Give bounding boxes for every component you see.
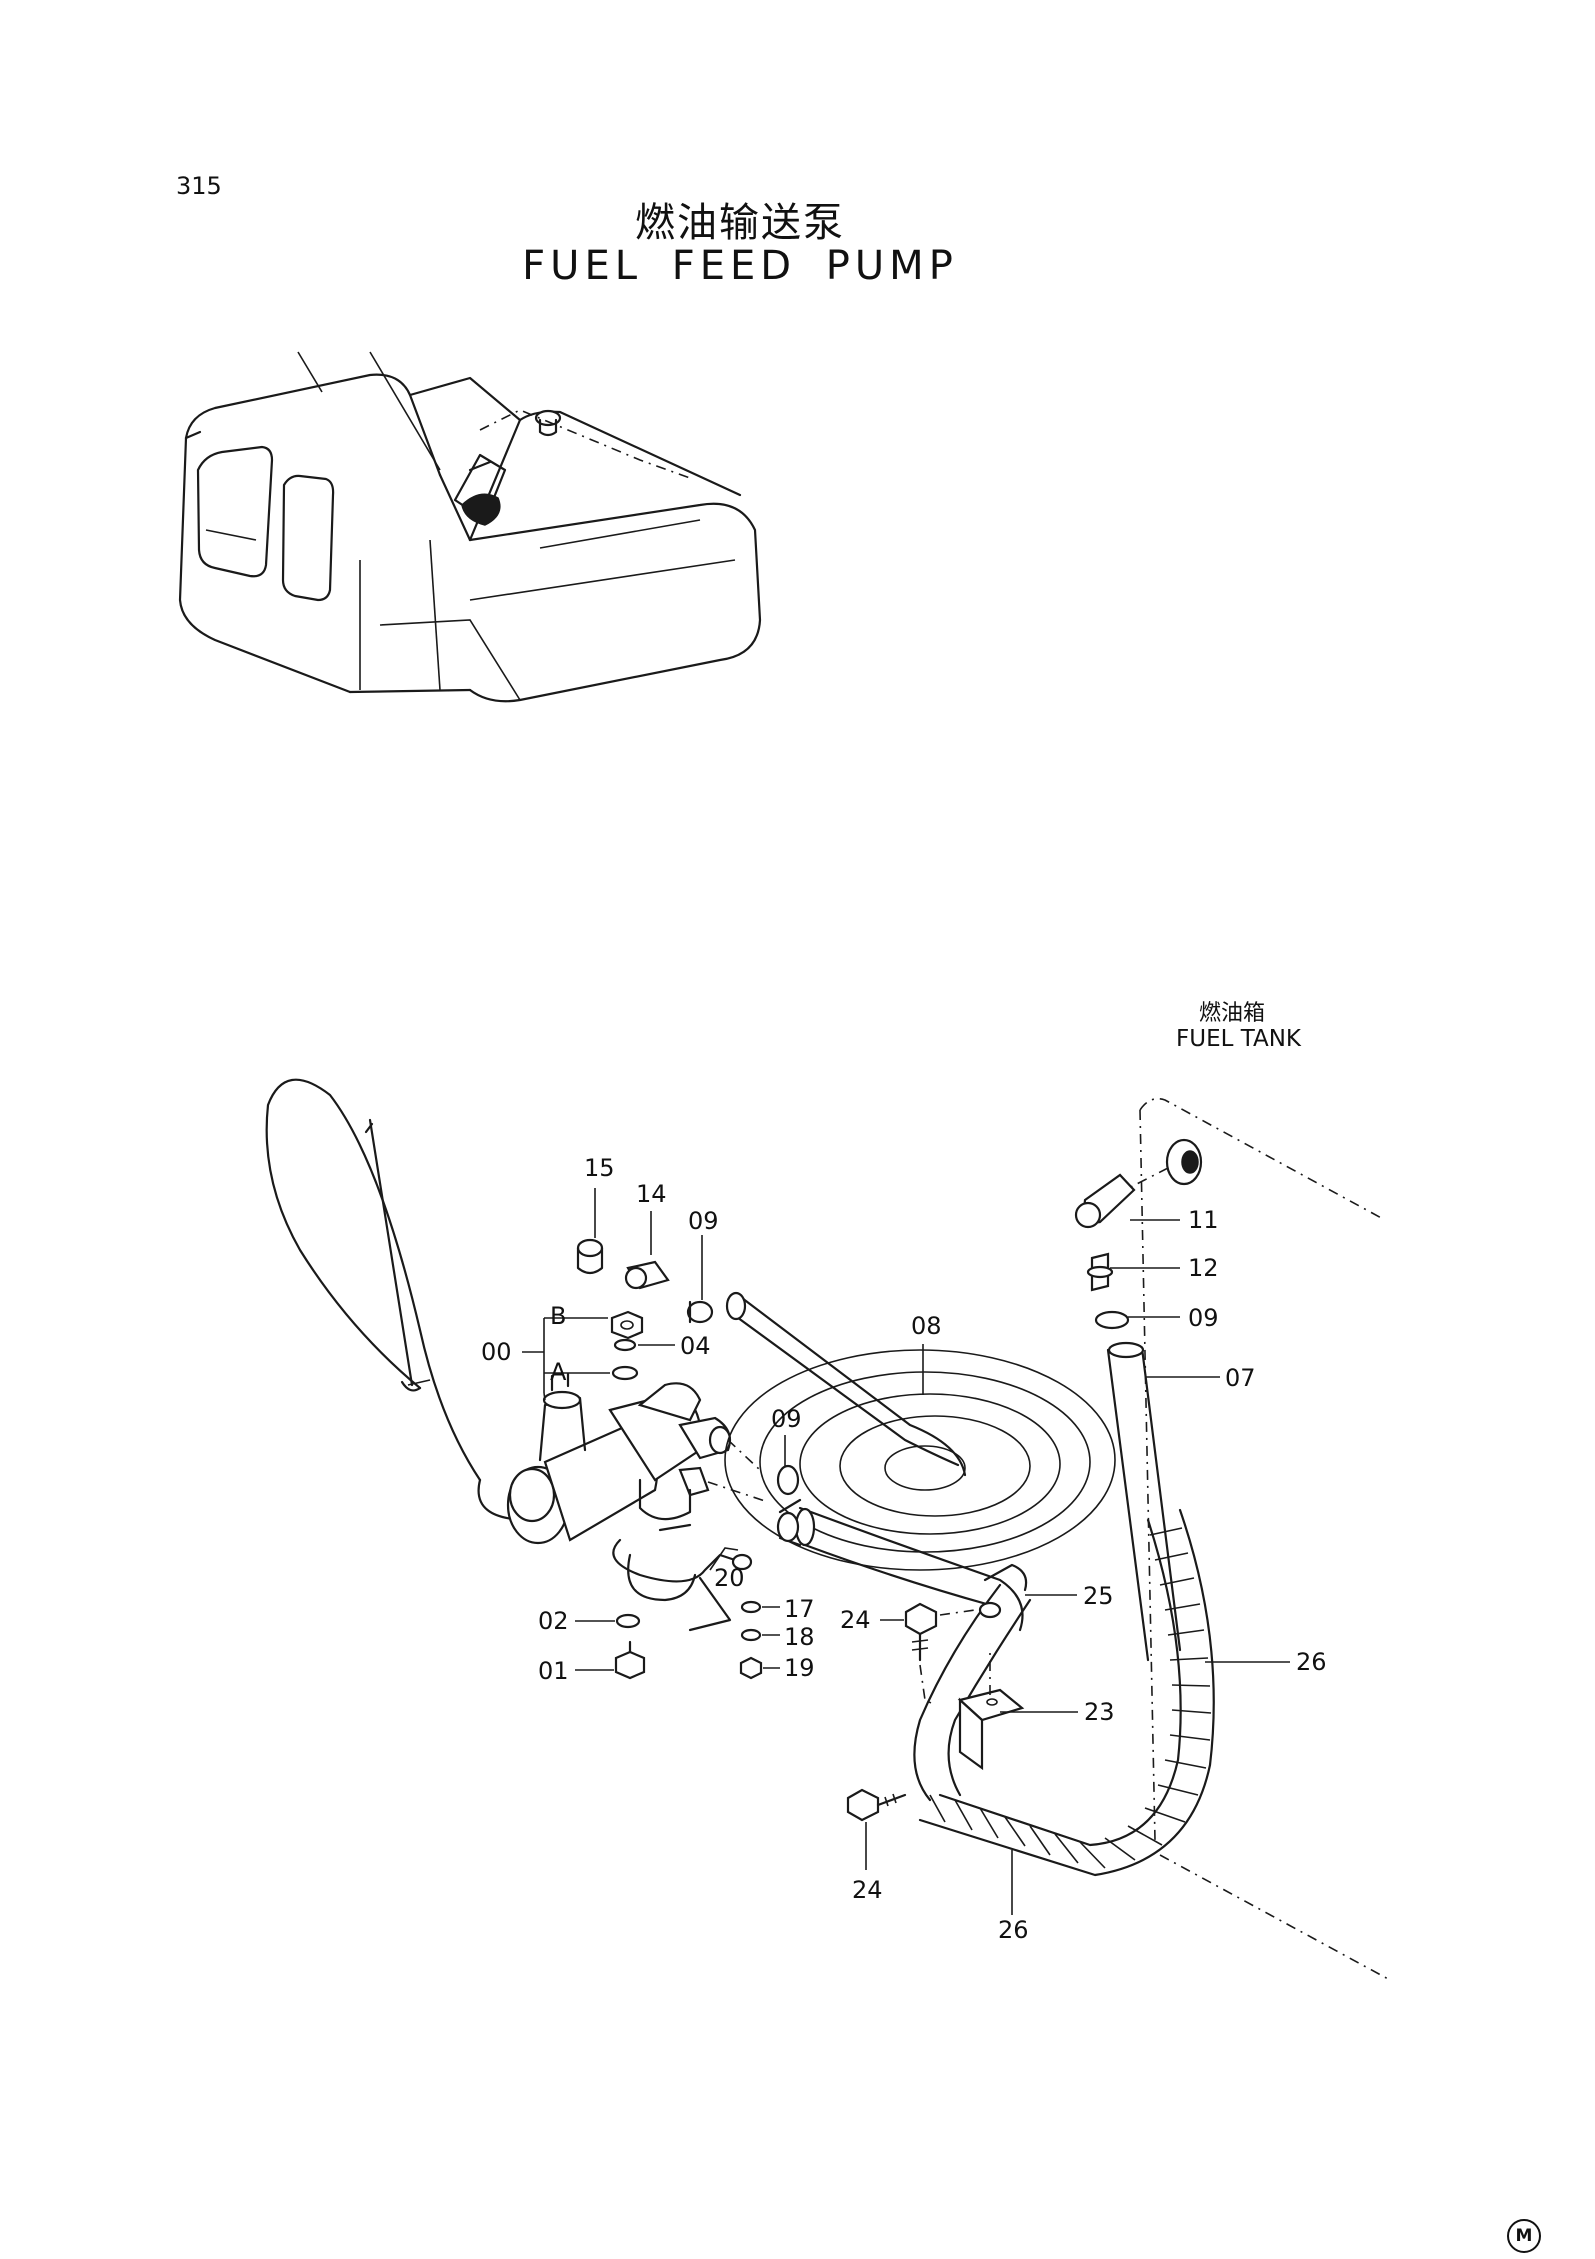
part-label-19: 19 — [784, 1654, 815, 1682]
part-label-00: 00 — [481, 1338, 512, 1366]
corner-mark: M — [1507, 2219, 1541, 2253]
part-label-25: 25 — [1083, 1582, 1114, 1610]
part-label-08: 08 — [911, 1312, 942, 1340]
part-label-20: 20 — [714, 1564, 745, 1592]
part-label-01: 01 — [538, 1657, 569, 1685]
part-label-18: 18 — [784, 1623, 815, 1651]
part-label-24: 24 — [852, 1876, 883, 1904]
title-chinese: 燃油输送泵 — [635, 200, 845, 246]
part-label-04: 04 — [680, 1332, 711, 1360]
part-label-02: 02 — [538, 1607, 569, 1635]
part-label-09: 09 — [688, 1207, 719, 1235]
part-label-11: 11 — [1188, 1206, 1219, 1234]
hardware-parts-drawing — [576, 1238, 763, 1680]
part-label-15: 15 — [584, 1154, 615, 1182]
part-label-26: 26 — [1296, 1648, 1327, 1676]
fuel-tank-drawing — [1124, 1097, 1391, 1981]
part-label-26: 26 — [998, 1916, 1029, 1944]
fuel-tank-label-chinese: 燃油箱 — [1199, 1001, 1266, 1026]
part-label-12: 12 — [1188, 1254, 1219, 1282]
coiled-hose-drawing — [724, 1291, 1116, 1632]
title-english: FUEL FEED PUMP — [522, 243, 958, 289]
excavator-overview-drawing — [178, 351, 762, 703]
fuel-pump-drawing — [506, 1372, 769, 1632]
fuel-tank-label-english: FUEL TANK — [1176, 1026, 1302, 1052]
part-label-07: 07 — [1225, 1364, 1256, 1392]
leader-lines — [522, 1188, 1290, 1915]
part-label-b: B — [550, 1302, 567, 1330]
part-label-09: 09 — [1188, 1304, 1219, 1332]
feed-hose-drawing — [846, 1173, 1215, 1877]
page-number: 315 — [176, 172, 222, 200]
part-label-24: 24 — [840, 1606, 871, 1634]
part-label-a: A — [550, 1358, 567, 1386]
part-label-09: 09 — [771, 1405, 802, 1433]
part-label-14: 14 — [636, 1180, 667, 1208]
part-label-17: 17 — [784, 1595, 815, 1623]
part-label-23: 23 — [1084, 1698, 1115, 1726]
wire-harness-drawing — [265, 1078, 577, 1522]
